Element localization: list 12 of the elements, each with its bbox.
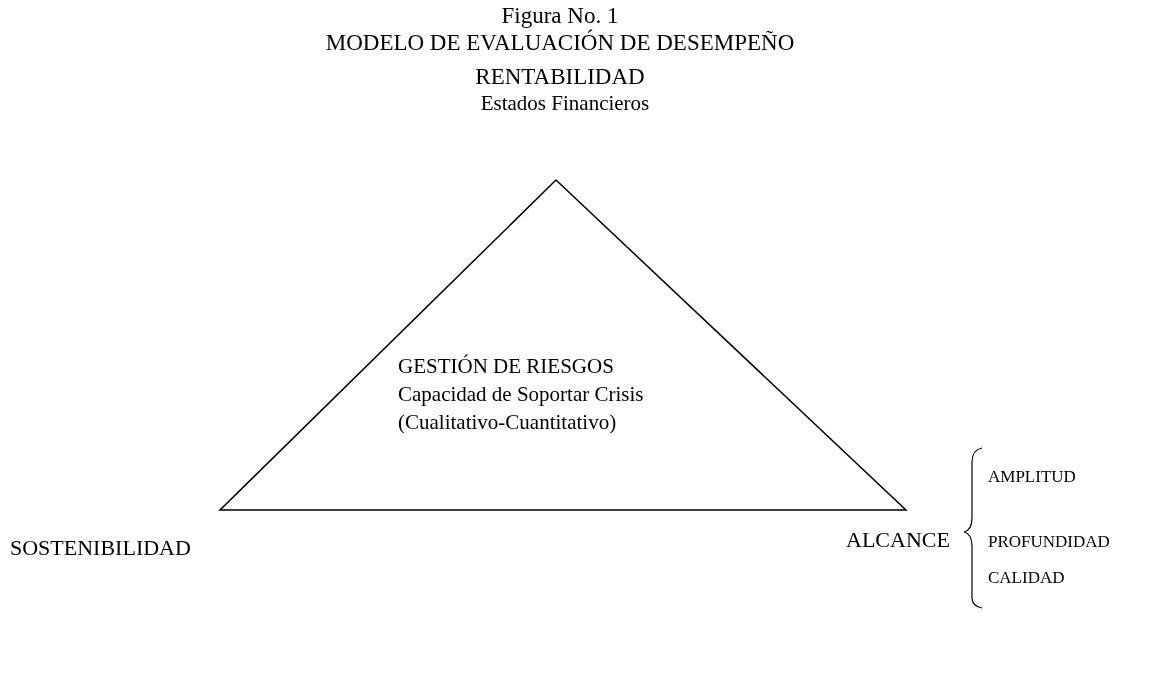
vertex-heading: ALCANCE	[846, 527, 950, 553]
brace-item: AMPLITUD	[988, 467, 1076, 487]
node-text: Capacidad de Soportar Crisis	[398, 382, 644, 407]
vertex-heading: RENTABILIDAD	[474, 64, 646, 90]
node-text: (Cualitativo-Cuantitativo)	[398, 410, 617, 435]
vertex-heading: SOSTENIBILIDAD	[10, 535, 191, 561]
vertex-subheading: Estados Financieros	[479, 91, 651, 116]
node-heading: GESTIÓN DE RIESGOS	[398, 354, 614, 379]
brace-item: PROFUNDIDAD	[988, 532, 1110, 552]
figure-number: Figura No. 1	[500, 3, 620, 29]
diagram-title: MODELO DE EVALUACIÓN DE DESEMPEÑO	[324, 30, 796, 56]
brace-item: CALIDAD	[988, 568, 1065, 588]
